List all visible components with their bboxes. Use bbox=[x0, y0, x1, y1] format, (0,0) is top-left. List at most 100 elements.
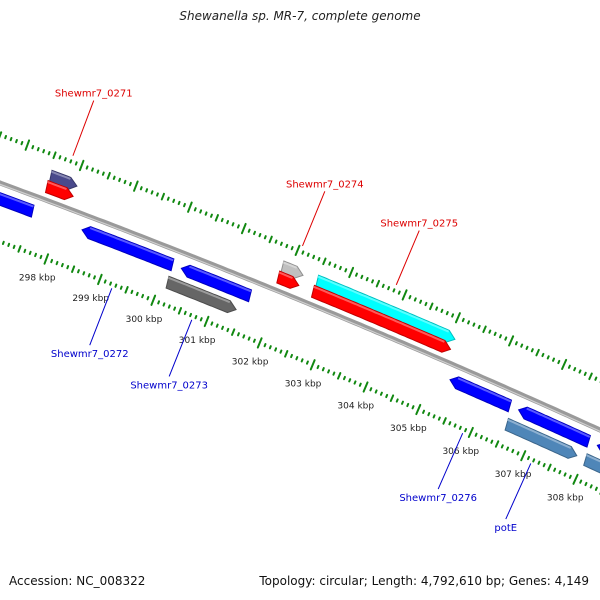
outer-tick bbox=[123, 179, 127, 185]
gene-body[interactable] bbox=[44, 179, 74, 201]
inner-tick bbox=[162, 302, 166, 307]
gene-body[interactable] bbox=[0, 178, 35, 218]
gene-gene-a[interactable] bbox=[44, 179, 74, 201]
outer-tick bbox=[96, 169, 100, 174]
outer-tick bbox=[488, 329, 492, 334]
backbone bbox=[0, 180, 600, 433]
outer-tick bbox=[47, 151, 51, 156]
outer-tick bbox=[360, 274, 364, 280]
outer-tick bbox=[429, 302, 434, 311]
gene-gene-d[interactable] bbox=[276, 270, 300, 289]
outer-tick bbox=[69, 159, 73, 164]
inner-tick bbox=[177, 307, 183, 315]
map-title: Shewanella sp. MR-7, complete genome bbox=[179, 9, 421, 23]
gene-gene-e[interactable] bbox=[310, 284, 452, 353]
gene-body[interactable] bbox=[180, 264, 253, 303]
gene-gene-b[interactable] bbox=[0, 178, 35, 218]
outer-tick bbox=[42, 149, 46, 154]
gene-label-leader bbox=[72, 100, 95, 156]
outer-tick bbox=[253, 230, 256, 236]
inner-tick bbox=[305, 360, 309, 365]
gene-shewmr7_0275[interactable] bbox=[315, 274, 456, 343]
inner-tick bbox=[490, 439, 494, 444]
inner-tick bbox=[406, 402, 410, 408]
inner-tick bbox=[458, 425, 462, 430]
gene-gene-c[interactable] bbox=[180, 264, 253, 303]
gene-gene-f[interactable] bbox=[517, 406, 592, 448]
gene-label-leader bbox=[89, 288, 113, 346]
gene-pote[interactable] bbox=[504, 417, 578, 459]
gene-label[interactable]: Shewmr7_0273 bbox=[130, 380, 208, 391]
inner-tick bbox=[532, 458, 536, 463]
gene-body[interactable] bbox=[517, 406, 592, 448]
outer-tick bbox=[172, 198, 176, 203]
outer-tick bbox=[530, 348, 534, 353]
gene-label[interactable]: potE bbox=[494, 523, 517, 534]
gene-shewmr7_0276[interactable] bbox=[449, 376, 513, 413]
outer-tick bbox=[578, 369, 582, 374]
outer-tick bbox=[322, 257, 327, 266]
inner-tick bbox=[12, 244, 16, 250]
inner-tick bbox=[203, 315, 210, 328]
gene-label[interactable]: Shewmr7_0271 bbox=[55, 89, 133, 100]
gene-body[interactable] bbox=[449, 376, 513, 413]
inner-tick bbox=[568, 474, 572, 480]
outer-tick bbox=[525, 345, 529, 351]
inner-tick bbox=[135, 291, 139, 297]
gene-highlight bbox=[47, 181, 67, 191]
gene-label[interactable]: Shewmr7_0274 bbox=[286, 179, 364, 190]
inner-tick bbox=[353, 380, 357, 385]
gene-body[interactable] bbox=[81, 226, 175, 272]
inner-tick bbox=[516, 451, 520, 456]
inner-tick bbox=[389, 394, 395, 402]
gene-body[interactable] bbox=[165, 275, 237, 314]
outer-tick bbox=[567, 364, 571, 369]
gene-label[interactable]: Shewmr7_0276 bbox=[399, 493, 477, 504]
outer-tick bbox=[247, 228, 251, 233]
gene-gene-h[interactable] bbox=[583, 453, 600, 498]
outer-tick bbox=[214, 214, 219, 222]
inner-tick bbox=[82, 271, 86, 276]
inner-tick bbox=[332, 371, 336, 376]
outer-tick bbox=[401, 289, 408, 301]
outer-tick bbox=[344, 268, 348, 273]
inner-tick bbox=[268, 345, 272, 350]
gene-highlight bbox=[313, 285, 445, 343]
inner-tick bbox=[579, 479, 583, 484]
gene-gene-g[interactable] bbox=[596, 443, 600, 485]
inner-tick bbox=[130, 289, 134, 295]
outer-tick bbox=[508, 335, 515, 347]
gene-label[interactable]: Shewmr7_0272 bbox=[51, 349, 129, 360]
gene-body[interactable] bbox=[276, 270, 300, 289]
gene-shewmr7_0273[interactable] bbox=[165, 275, 237, 314]
inner-tick bbox=[194, 315, 198, 320]
outer-tick bbox=[381, 283, 385, 289]
outer-tick bbox=[258, 232, 262, 238]
tick-label: 303 kbp bbox=[285, 379, 322, 389]
outer-tick bbox=[472, 322, 476, 327]
tick-label: 304 kbp bbox=[337, 401, 374, 411]
inner-tick bbox=[290, 353, 293, 359]
inner-tick bbox=[242, 334, 246, 339]
inner-tick bbox=[594, 486, 598, 491]
inner-tick bbox=[43, 253, 50, 265]
outer-tick bbox=[156, 192, 159, 197]
tick-label: 301 kbp bbox=[179, 336, 216, 346]
inner-tick bbox=[199, 317, 203, 322]
inner-tick bbox=[247, 336, 251, 341]
gene-body[interactable] bbox=[504, 417, 578, 459]
outer-tick bbox=[573, 367, 577, 372]
gene-body[interactable] bbox=[596, 443, 600, 485]
outer-tick bbox=[454, 312, 461, 324]
gene-label-leader bbox=[395, 230, 420, 286]
gene-shewmr7_0272[interactable] bbox=[81, 226, 175, 272]
gene-highlight bbox=[0, 193, 34, 208]
outer-tick bbox=[408, 295, 412, 300]
inner-tick bbox=[316, 364, 320, 370]
gene-label-leader bbox=[437, 433, 464, 490]
gene-body[interactable] bbox=[310, 284, 452, 353]
inner-tick bbox=[167, 304, 171, 309]
gene-label[interactable]: Shewmr7_0275 bbox=[380, 219, 458, 230]
outer-tick bbox=[290, 246, 294, 251]
